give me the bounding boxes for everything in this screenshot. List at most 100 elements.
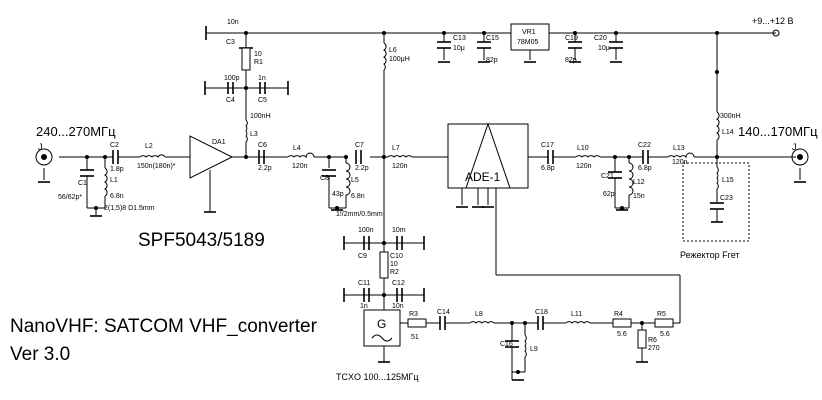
r5-value: 5.6 <box>660 331 670 338</box>
c11-ref: C11 <box>358 280 370 287</box>
vr1-value: 78M05 <box>517 39 539 46</box>
r3-value: 51 <box>411 334 419 341</box>
c1-ref: C1 <box>78 180 87 187</box>
l15-ref: L15 <box>722 177 734 184</box>
oscillator-glyph: G <box>377 317 386 331</box>
schematic-labels: +9...+12 B 240...270МГц 140...170МГц J J… <box>10 16 818 382</box>
c9-value: 100n <box>358 227 374 234</box>
notch-label: Режектор Fгет <box>680 250 740 260</box>
c21-ref: C21 <box>601 173 614 180</box>
c11-value: 1n <box>360 303 368 310</box>
l6-ref: L6 <box>389 47 397 54</box>
c17-value: 6.8p <box>541 165 555 172</box>
ground-symbols <box>37 26 807 381</box>
c22-value: 6.8p <box>638 165 652 172</box>
r6-value: 270 <box>648 345 660 352</box>
l7-value: 120n <box>392 163 408 170</box>
l14-ref: L14 <box>722 129 734 136</box>
r4-value: 5.6 <box>617 331 627 338</box>
l2-ref: L2 <box>145 143 153 150</box>
c4-ref: C4 <box>226 97 235 104</box>
junction-dots <box>85 31 719 374</box>
l7-ref: L7 <box>392 145 400 152</box>
c15-ref: C15 <box>486 35 499 42</box>
l3-value: 100nH <box>250 113 271 120</box>
r6-ref: R6 <box>648 337 657 344</box>
c22-ref: C22 <box>638 142 651 149</box>
c10-value: 10m <box>392 227 406 234</box>
l5-value: 6.8n <box>351 193 365 200</box>
l12-value: 15n <box>633 193 645 200</box>
input-band-label: 240...270МГц <box>36 124 116 139</box>
c5-ref: C5 <box>258 97 267 104</box>
l6-value: 100μH <box>389 56 410 63</box>
c9-ref: C9 <box>358 253 367 260</box>
output-connector-label: J <box>792 142 797 152</box>
tcxo-label: TCXO 100...125МГц <box>336 372 419 382</box>
l13-ref: L13 <box>673 145 685 152</box>
l5-ref: L5 <box>351 177 359 184</box>
c3-ref: C3 <box>226 39 235 46</box>
l2-value: 150n(180n)* <box>137 163 176 170</box>
l1-ref: L1 <box>110 177 118 184</box>
c17-ref: C17 <box>541 142 554 149</box>
project-title: NanoVHF: SATCOM VHF_converter <box>10 316 318 337</box>
r4-ref: R4 <box>614 311 623 318</box>
l9-ref: L9 <box>530 346 538 353</box>
c15-value: 82p <box>486 57 498 64</box>
amplifier-part-label: SPF5043/5189 <box>138 230 265 251</box>
c12-value: 10n <box>392 303 404 310</box>
c13-ref: C13 <box>453 35 466 42</box>
l8-ref: L8 <box>475 311 483 318</box>
amp-ref-label: DA1 <box>212 139 226 146</box>
c14-ref: C14 <box>437 309 450 316</box>
l5-note: 1!/2mm/0.5mm <box>336 211 383 218</box>
l3-ref: L3 <box>250 131 258 138</box>
c13-value: 10μ <box>453 45 465 52</box>
l1-value: 6.8n <box>110 193 124 200</box>
c20-value: 10μ <box>598 45 610 52</box>
c7-value: 2.2p <box>355 165 369 172</box>
l13-value: 120n <box>672 159 688 166</box>
r2-ref: R2 <box>390 269 399 276</box>
c21-value: 62p <box>603 191 615 198</box>
c2-ref: C2 <box>110 142 119 149</box>
c4-value: 100p <box>224 75 240 82</box>
c6-value: 2.2p <box>258 165 272 172</box>
c12-ref: C12 <box>392 280 405 287</box>
c19-ref: C19 <box>565 35 578 42</box>
l4-value: 120n <box>292 163 308 170</box>
r1-value: 10 <box>254 51 262 58</box>
c7-ref: C7 <box>355 142 364 149</box>
l14-value: 300nH <box>720 113 741 120</box>
output-band-label: 140...170МГц <box>738 124 818 139</box>
l10-value: 120n <box>576 163 592 170</box>
c18-ref: C18 <box>535 309 548 316</box>
l4-ref: L4 <box>293 145 301 152</box>
l10-ref: L10 <box>577 145 589 152</box>
c19-value: 82p <box>565 57 577 64</box>
c6-ref: C6 <box>258 142 267 149</box>
r5-ref: R5 <box>657 311 666 318</box>
mixer-label: ADE-1 <box>465 170 501 184</box>
c8-ref: C8 <box>320 175 329 182</box>
c2-value: 1.8p <box>110 166 124 173</box>
c10-ref: C10 <box>390 253 403 260</box>
c23-ref: C23 <box>720 195 733 202</box>
c16-ref: C16 <box>500 341 513 348</box>
l1-note: 2(1,5)8 D1.5mm <box>104 205 155 212</box>
supply-label: +9...+12 B <box>752 16 794 26</box>
c3-value: 10n <box>227 19 239 26</box>
c1-value: 56/62p* <box>58 194 82 201</box>
r1-ref: R1 <box>254 59 263 66</box>
version-label: Ver 3.0 <box>10 344 70 365</box>
r2-value: 10 <box>390 261 398 268</box>
l11-ref: L11 <box>571 311 582 318</box>
c5-value: 1n <box>258 75 266 82</box>
r3-ref: R3 <box>409 311 418 318</box>
l12-ref: L12 <box>633 179 645 186</box>
vr1-ref: VR1 <box>522 29 536 36</box>
input-connector-label: J <box>38 142 43 152</box>
